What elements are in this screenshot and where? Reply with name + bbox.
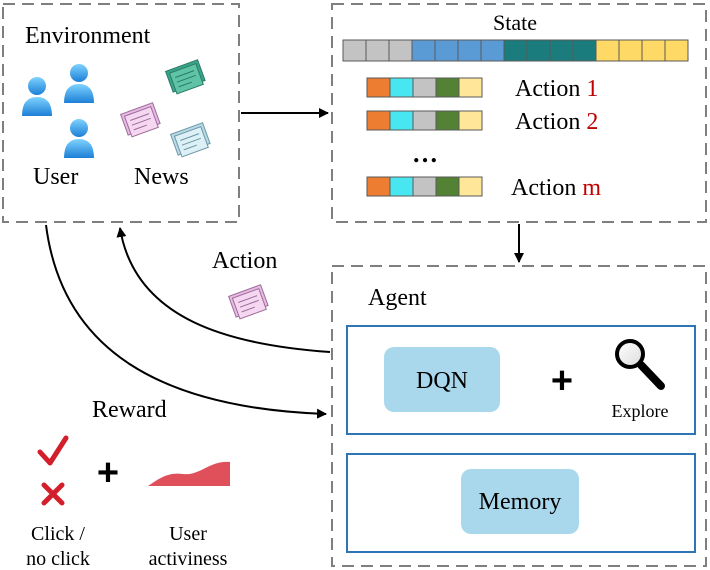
- action-arrow: [116, 227, 331, 353]
- explore-label: Explore: [612, 401, 669, 421]
- action-row-label: Action 2: [515, 109, 598, 135]
- memory-section: [346, 453, 696, 553]
- action-segment: [412, 176, 437, 197]
- action-word: Action: [511, 175, 582, 201]
- state-segment: [641, 39, 666, 62]
- state-segment: [388, 39, 413, 62]
- activity-label-line1: User: [169, 523, 207, 545]
- reward-title: Reward: [92, 397, 167, 423]
- state-vector: [342, 39, 689, 62]
- environment-box: Environment: [2, 3, 240, 223]
- action-word: Action: [515, 109, 586, 135]
- magnifier-icon: [615, 339, 665, 390]
- action-index: 1: [586, 76, 598, 102]
- action-segment: [458, 110, 483, 131]
- state-segment: [457, 39, 482, 62]
- action-label: Action: [212, 248, 277, 274]
- state-segment: [572, 39, 597, 62]
- action-index: 2: [586, 109, 598, 135]
- state-segment: [342, 39, 367, 62]
- action-row: Action 2: [366, 109, 598, 135]
- newspaper-icon: [164, 59, 206, 95]
- news-label: News: [134, 164, 189, 190]
- action-segment: [366, 176, 391, 197]
- action-row-label: Action 1: [515, 76, 598, 102]
- user-label: User: [33, 164, 78, 190]
- action-ellipsis: …: [412, 139, 438, 168]
- agent-title: Agent: [368, 285, 427, 311]
- action-segment: [435, 110, 460, 131]
- action-segment: [458, 176, 483, 197]
- state-segment: [411, 39, 436, 62]
- action-segment: [389, 176, 414, 197]
- click-label-line2: no click: [26, 548, 90, 570]
- activity-curve-icon: [148, 461, 230, 486]
- dqn-block: [384, 347, 500, 412]
- action-row: Action 1: [366, 76, 598, 102]
- activity-label-line2: activiness: [149, 548, 228, 570]
- action-row-label: Action m: [511, 175, 601, 201]
- reward-plus: +: [97, 452, 119, 494]
- state-segment: [618, 39, 643, 62]
- newspaper-icon: [227, 284, 269, 320]
- newspaper-icon: [169, 122, 211, 158]
- agent-plus: +: [551, 360, 573, 402]
- action-index: m: [582, 175, 601, 201]
- state-segment: [480, 39, 505, 62]
- action-word: Action: [515, 76, 586, 102]
- check-icon: [37, 435, 69, 466]
- memory-block: [461, 469, 579, 534]
- action-segment: [366, 110, 391, 131]
- user-icon: [64, 119, 94, 158]
- cross-icon: [41, 482, 65, 506]
- environment-title: Environment: [25, 23, 151, 49]
- reward-arrow: [45, 224, 327, 419]
- state-segment: [526, 39, 551, 62]
- action-row: Action m: [366, 175, 601, 201]
- action-segment: [389, 77, 414, 98]
- agent-box: Agent DQN + Explore Memory: [331, 265, 707, 567]
- dqn-label: DQN: [416, 368, 468, 394]
- user-icon: [22, 77, 52, 116]
- state-segment: [549, 39, 574, 62]
- action-segment: [412, 77, 437, 98]
- action-segment: [389, 110, 414, 131]
- state-segment: [503, 39, 528, 62]
- action-segment: [435, 176, 460, 197]
- state-segment: [434, 39, 459, 62]
- state-segment: [595, 39, 620, 62]
- action-segment: [458, 77, 483, 98]
- newspaper-icon: [119, 102, 161, 138]
- state-segment: [664, 39, 689, 62]
- click-label-line1: Click /: [31, 523, 85, 545]
- state-segment: [365, 39, 390, 62]
- action-segment: [366, 77, 391, 98]
- user-icon: [64, 64, 94, 103]
- state-title: State: [493, 10, 537, 35]
- memory-label: Memory: [479, 489, 562, 515]
- action-segment: [412, 110, 437, 131]
- reward-section: Reward + Click / no click User activines…: [26, 397, 230, 570]
- dqn-section: [346, 325, 696, 435]
- action-segment: [435, 77, 460, 98]
